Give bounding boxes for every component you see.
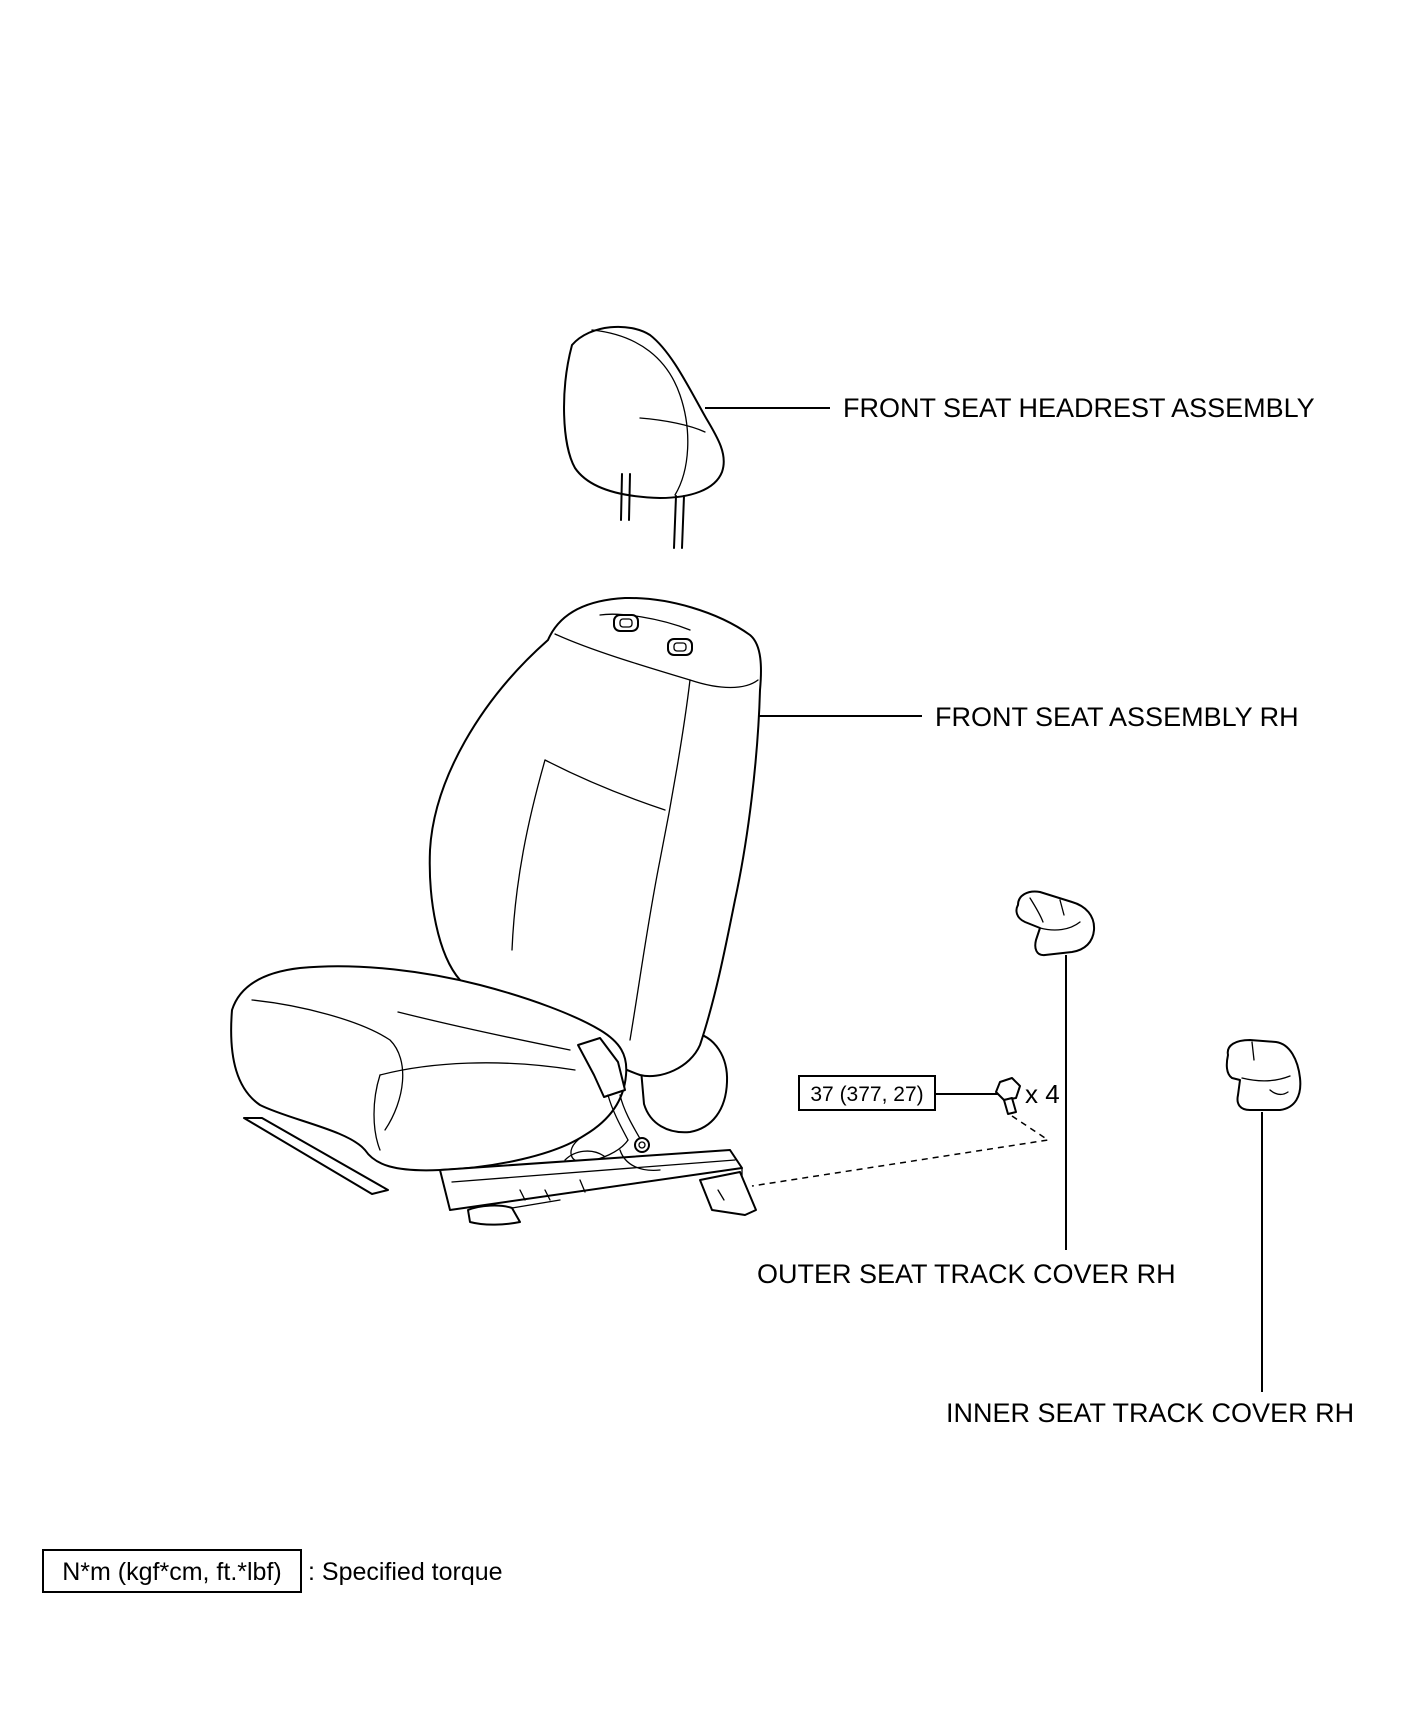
inner-cover-label: INNER SEAT TRACK COVER RH	[946, 1398, 1354, 1428]
legend-unit-text: N*m (kgf*cm, ft.*lbf)	[62, 1558, 281, 1586]
headrest-label: FRONT SEAT HEADREST ASSEMBLY	[843, 393, 1315, 423]
outer-cover-label: OUTER SEAT TRACK COVER RH	[757, 1259, 1176, 1289]
headrest-illustration	[563, 325, 725, 549]
legend: N*m (kgf*cm, ft.*lbf) : Specified torque	[42, 1549, 503, 1593]
legend-unit-box	[42, 1549, 302, 1593]
inner-cover-illustration	[1225, 1039, 1302, 1111]
torque-value: 37 (377, 27)	[810, 1083, 923, 1106]
outer-cover-illustration	[1015, 890, 1096, 957]
bolt-install-path	[751, 1115, 1051, 1187]
torque-spec-box: 37 (377, 27)	[798, 1075, 936, 1111]
bolt-quantity: x 4	[1025, 1079, 1060, 1109]
legend-description: : Specified torque	[308, 1558, 503, 1586]
seat-label: FRONT SEAT ASSEMBLY RH	[935, 702, 1299, 732]
bolt-icon	[995, 1077, 1021, 1115]
seat-illustration	[230, 596, 762, 1226]
